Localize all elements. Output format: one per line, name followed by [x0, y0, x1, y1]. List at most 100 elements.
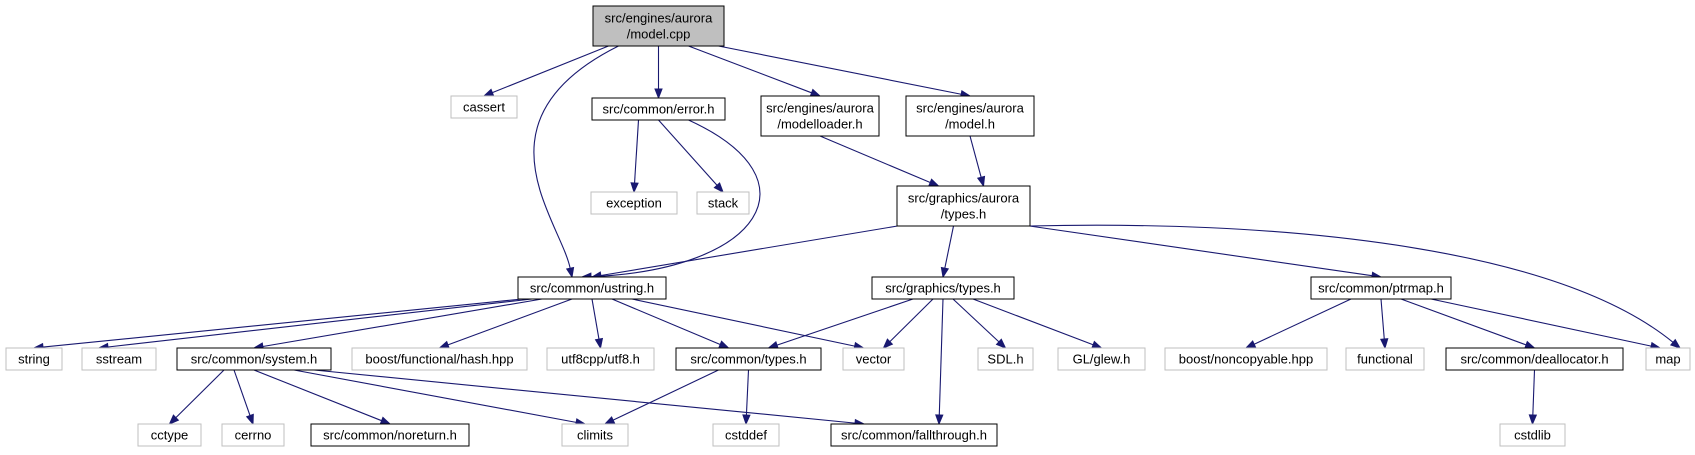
node-modelloader-h[interactable]: src/engines/aurora/modelloader.h: [760, 95, 880, 137]
edge-line: [938, 298, 944, 416]
edge-ustring_h-to-common_types_h: [611, 298, 730, 349]
edge-ustring_h-to-vector: [631, 298, 865, 351]
arrowhead-icon: [718, 340, 730, 349]
node-label: src/common/ustring.h: [530, 281, 654, 296]
node-stack: stack: [696, 191, 750, 215]
edge-line: [1029, 224, 1674, 343]
edge-gfx_types_h-to-sdl_h: [952, 298, 1007, 349]
edge-line: [688, 45, 812, 94]
node-fallthrough-h[interactable]: src/common/fallthrough.h: [830, 423, 998, 447]
node-box: [590, 191, 678, 215]
edge-line: [1532, 369, 1536, 416]
node-label: src/graphics/types.h: [885, 281, 1001, 296]
node-label: /types.h: [941, 207, 987, 222]
node-label: cctype: [151, 428, 189, 443]
node-label: boost/functional/hash.hpp: [365, 352, 513, 367]
edge-deallocator_h-to-cstdlib: [1528, 369, 1538, 426]
arrowhead-icon: [928, 178, 940, 187]
arrowhead-icon: [565, 266, 575, 279]
edge-error_h-to-exception: [630, 119, 640, 194]
node-box: [137, 423, 202, 447]
arrowhead-icon: [168, 414, 180, 425]
arrowhead-icon: [1528, 414, 1538, 426]
node-label: utf8cpp/utf8.h: [561, 352, 640, 367]
edge-line: [776, 298, 914, 346]
arrowhead-icon: [603, 416, 616, 425]
edge-system_h-to-cctype: [168, 369, 225, 425]
edge-line: [175, 369, 225, 419]
arrowhead-icon: [976, 175, 986, 188]
node-gfx-types-h[interactable]: src/graphics/types.h: [871, 276, 1015, 300]
node-box: [1310, 276, 1452, 300]
node-sdl-h: SDL.h: [977, 347, 1034, 371]
node-box: [310, 423, 470, 447]
node-ptrmap-h[interactable]: src/common/ptrmap.h: [1310, 276, 1452, 300]
edge-common_types_h-to-cstddef: [742, 369, 751, 426]
node-label: string: [18, 352, 50, 367]
edge-line: [313, 369, 856, 424]
node-map: map: [1645, 347, 1691, 371]
node-box: [561, 423, 629, 447]
node-box: [871, 276, 1015, 300]
edge-line: [533, 45, 619, 269]
edge-line: [1029, 225, 1373, 277]
node-system-h[interactable]: src/common/system.h: [176, 347, 332, 371]
node-string: string: [5, 347, 63, 371]
node-label: /model.h: [945, 117, 995, 132]
node-model-h[interactable]: src/engines/aurora/model.h: [905, 95, 1035, 137]
edge-line: [253, 369, 382, 422]
edge-line: [492, 45, 609, 94]
edge-gfx_aurora_types_h-to-map: [1029, 224, 1682, 349]
edge-system_h-to-climits: [293, 369, 587, 427]
arrowhead-icon: [1524, 340, 1536, 349]
edge-line: [745, 369, 750, 416]
node-label: boost/noncopyable.hpp: [1179, 352, 1313, 367]
node-label: src/common/ptrmap.h: [1318, 281, 1444, 296]
arrowhead-icon: [654, 88, 663, 100]
arrowhead-icon: [882, 338, 894, 349]
edge-line: [889, 298, 934, 343]
node-label: exception: [606, 196, 662, 211]
node-cstddef: cstddef: [712, 423, 780, 447]
edge-line: [819, 135, 931, 184]
node-functional: functional: [1345, 347, 1425, 371]
arrowhead-icon: [713, 182, 724, 194]
edge-gfx_types_h-to-vector: [882, 298, 934, 349]
node-error-h[interactable]: src/common/error.h: [591, 97, 726, 121]
node-climits: climits: [561, 423, 629, 447]
node-box: [1445, 347, 1624, 371]
node-box: [896, 185, 1031, 227]
node-gfx-aurora-types-h[interactable]: src/graphics/aurora/types.h: [896, 185, 1031, 227]
node-common-types-h[interactable]: src/common/types.h: [675, 347, 822, 371]
node-label: /model.cpp: [627, 27, 691, 42]
arrowhead-icon: [1244, 340, 1257, 349]
node-box: [176, 347, 332, 371]
node-box: [760, 95, 880, 137]
node-box: [221, 423, 285, 447]
node-ustring-h[interactable]: src/common/ustring.h: [517, 276, 667, 300]
edge-ptrmap_h-to-map: [1430, 298, 1662, 351]
edge-line: [42, 298, 523, 348]
node-model-cpp[interactable]: src/engines/aurora/model.cpp: [592, 5, 725, 47]
edge-gfx_aurora_types_h-to-ustring_h: [590, 225, 898, 280]
node-cctype: cctype: [137, 423, 202, 447]
edge-line: [293, 369, 577, 423]
arrowhead-icon: [438, 340, 450, 349]
node-box: [1057, 347, 1146, 371]
edge-ptrmap_h-to-functional: [1380, 298, 1389, 350]
edge-line: [634, 119, 640, 184]
node-exception: exception: [590, 191, 678, 215]
edge-gfx_types_h-to-fallthrough_h: [935, 298, 944, 426]
arrowhead-icon: [245, 413, 254, 426]
node-noreturn-h[interactable]: src/common/noreturn.h: [310, 423, 470, 447]
node-boost-noncopyable: boost/noncopyable.hpp: [1164, 347, 1328, 371]
node-box: [592, 5, 725, 47]
arrowhead-icon: [995, 338, 1007, 349]
arrowhead-icon: [742, 414, 751, 426]
node-deallocator-h[interactable]: src/common/deallocator.h: [1445, 347, 1624, 371]
node-label: stack: [708, 196, 739, 211]
node-label: cerrno: [235, 428, 272, 443]
node-label: cstdlib: [1514, 428, 1551, 443]
